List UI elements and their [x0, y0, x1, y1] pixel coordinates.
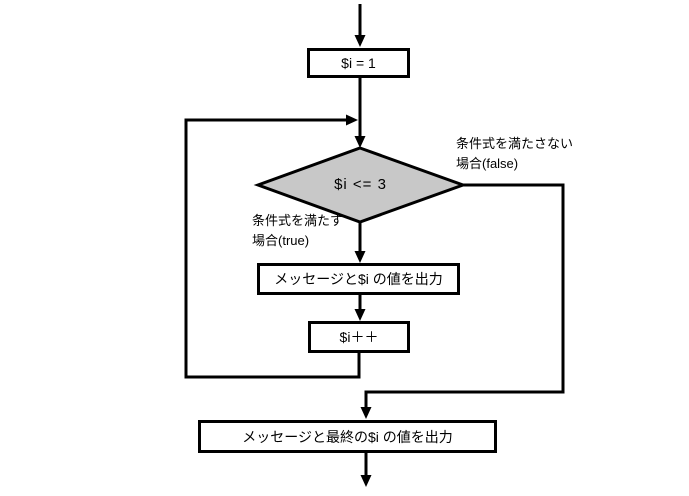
entry-arrowhead-icon — [354, 35, 366, 47]
false-branch-label-line1: 条件式を満たさない — [456, 136, 574, 151]
false-branch-label: 条件式を満たさない 場合(false) — [456, 134, 573, 174]
output-to-increment-arrowhead-icon — [354, 309, 366, 321]
init-node-label: $i = 1 — [341, 55, 376, 71]
loop-back-arrowhead-icon — [346, 114, 358, 126]
condition-node-label: $i <= 3 — [334, 176, 387, 193]
init-node: $i = 1 — [307, 48, 410, 78]
true-branch-label-line2: 場合(true) — [252, 233, 310, 248]
output-final-node-label: メッセージと最終の$i の値を出力 — [242, 428, 453, 445]
increment-node: $i＋＋ — [308, 321, 410, 353]
loop-back-line — [184, 118, 361, 379]
exit-arrowhead-icon — [360, 475, 372, 487]
true-branch-label: 条件式を満たす 場合(true) — [252, 211, 343, 251]
false-branch-arrowhead-icon — [360, 407, 372, 419]
false-branch-label-line2: 場合(false) — [456, 156, 519, 171]
output-final-node: メッセージと最終の$i の値を出力 — [198, 420, 497, 453]
true-branch-label-line1: 条件式を満たす — [252, 213, 344, 228]
false-branch-line — [364, 183, 565, 407]
increment-node-label: $i＋＋ — [339, 329, 379, 345]
output-loop-node-label: メッセージと$i の値を出力 — [274, 271, 443, 287]
true-branch-arrowhead-icon — [354, 251, 366, 263]
init-to-condition-arrowhead-icon — [354, 136, 366, 148]
output-loop-node: メッセージと$i の値を出力 — [257, 263, 460, 295]
